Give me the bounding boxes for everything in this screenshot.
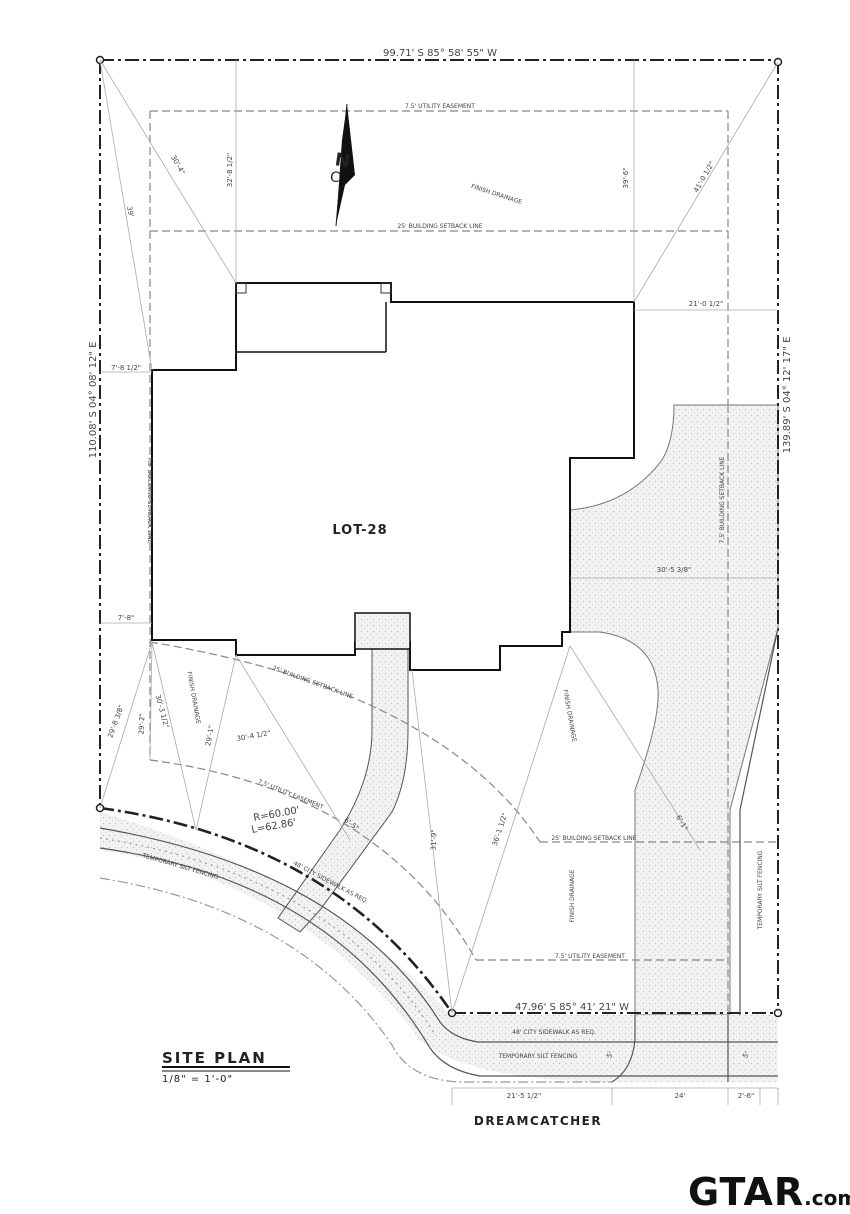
dim-30-5: 30'-5 3/8": [657, 566, 692, 574]
utility-easement-bottom-label: 7.5' UTILITY EASEMENT: [555, 953, 625, 960]
boundary-right-label: 139.89' S 04° 12' 17" E: [782, 337, 793, 454]
front-setback-label: 25' BUILDING SETBACK LINE: [271, 665, 354, 701]
finish-drainage-mid-label: FINISH DRAINAGE: [561, 689, 577, 743]
side-setback-left-label: 7.5' BUILDING SETBACK LINE: [146, 457, 153, 544]
dim-29-1: 29'-1": [204, 725, 216, 747]
boundary-top-label: 99.71' S 85° 58' 55" W: [383, 48, 497, 59]
corner-marker: [235, 282, 247, 294]
utility-easement-top-label: 7.5' UTILITY EASEMENT: [405, 103, 475, 110]
street-name: DREAMCATCHER: [474, 1114, 602, 1128]
dim-21-5: 21'-5 1/2": [507, 1092, 542, 1100]
dim-30-3: 30'-3 1/2": [154, 694, 171, 729]
silt-fencing-right-label: TEMPORARY SILT FENCING: [757, 850, 764, 930]
sidewalk-bottom-label: 48' CITY SIDEWALK AS REQ.: [512, 1029, 596, 1036]
dim-32-8: 32'-8 1/2": [226, 153, 234, 188]
dim-24: 24': [675, 1092, 686, 1100]
plan-scale: 1/8" = 1'-0": [162, 1074, 233, 1085]
dim-30-top: 30'-4": [169, 154, 186, 176]
porch: [354, 612, 411, 650]
dim-7-8-top: 7'-8 1/2": [111, 364, 141, 372]
front-setback-right-label: 25' BUILDING SETBACK LINE: [551, 835, 636, 842]
building-setback-top-label: 25' BUILDING SETBACK LINE: [397, 223, 482, 230]
boundary-bottom-label: 47.96' S 85° 41' 21" W: [515, 1002, 629, 1013]
plan-title: SITE PLAN: [162, 1049, 267, 1067]
finish-drainage-bottom-label: FINISH DRAINAGE: [569, 869, 576, 922]
dim-5-a: 5': [605, 1050, 615, 1060]
north-arrow: N C: [329, 103, 355, 227]
building-footprint: [151, 282, 635, 671]
boundary-left-label: 110.08' S 04° 08' 12" E: [88, 342, 99, 459]
dimension-leaders: [99, 59, 779, 1105]
driveway-area: [569, 404, 779, 1016]
corner-marker: [380, 282, 392, 294]
side-setback-right-label: 7.5' BUILDING SETBACK LINE: [719, 456, 726, 543]
dim-39-left: 39': [125, 206, 135, 218]
setback-lines: [149, 110, 778, 1013]
dim-21-0: 21'-0 1/2": [689, 300, 724, 308]
dim-41-0: 41'-0 1/2": [692, 160, 716, 194]
finish-drainage-top-label: FINISH DRAINAGE: [470, 183, 523, 206]
corner-pin: [773, 1008, 783, 1018]
north-label: N: [334, 149, 352, 172]
dim-30-4: 30'-4 1/2": [236, 729, 271, 743]
sidewalk-lines: [99, 627, 779, 1083]
walkway-area: [277, 647, 409, 933]
dim-31-9: 31'-9": [430, 829, 439, 850]
silt-fencing-bottom-label: TEMPORARY SILT FENCING: [498, 1053, 578, 1060]
dim-39-6: 39'-6": [622, 167, 630, 188]
property-boundary: [99, 59, 779, 1014]
lot-label: LOT-28: [332, 523, 387, 538]
dim-7-8-bottom: 7'-8": [118, 614, 135, 622]
dim-2-6: 2'-6": [738, 1092, 755, 1100]
curb-sidewalk-curve: [100, 812, 778, 1082]
dim-29-2: 29'-2": [138, 713, 147, 734]
finish-drainage-left-label: FINISH DRAINAGE: [185, 671, 201, 725]
dim-5-b: 5': [741, 1050, 751, 1060]
brand-logo: GTAR.com: [688, 1170, 850, 1214]
dim-36-1: 36'-1 1/2": [491, 812, 509, 847]
north-label-alt: C: [329, 169, 341, 186]
